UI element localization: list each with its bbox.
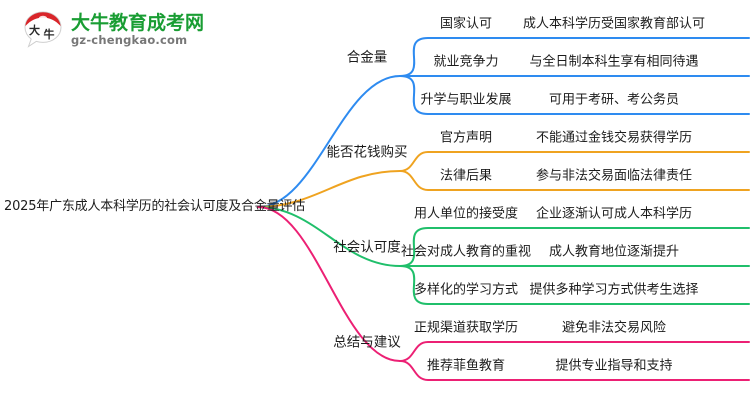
branch-label[interactable]: 社会认可度 (333, 239, 401, 256)
detail-label[interactable]: 避免非法交易风险 (561, 320, 667, 336)
branch-label[interactable]: 能否花钱购买 (326, 144, 408, 161)
logo-bubble-icon: 大 牛 (22, 9, 64, 51)
detail-label[interactable]: 企业逐渐认可成人本科学历 (535, 206, 693, 222)
subtopic-label[interactable]: 官方声明 (439, 130, 493, 146)
subtopic-label[interactable]: 升学与职业发展 (420, 92, 512, 108)
logo-text: 大牛教育成考网 gz-chengkao.com (71, 11, 205, 48)
detail-label[interactable]: 不能通过金钱交易获得学历 (535, 130, 693, 146)
detail-label[interactable]: 成人本科学历受国家教育部认可 (522, 16, 706, 32)
logo-title: 大牛教育成考网 (71, 11, 205, 34)
svg-text:牛: 牛 (44, 27, 55, 41)
subtopic-label[interactable]: 法律后果 (439, 168, 493, 184)
detail-label[interactable]: 成人教育地位逐渐提升 (548, 244, 680, 260)
subtopic-label[interactable]: 社会对成人教育的重视 (400, 244, 532, 260)
detail-label[interactable]: 提供专业指导和支持 (555, 358, 673, 374)
logo-domain: gz-chengkao.com (71, 33, 188, 48)
subtopic-label[interactable]: 就业竞争力 (433, 54, 499, 70)
detail-label[interactable]: 与全日制本科生享有相同待遇 (529, 54, 699, 70)
branch-label[interactable]: 合金量 (346, 49, 388, 66)
subtopic-label[interactable]: 国家认可 (439, 16, 493, 32)
subtopic-label[interactable]: 用人单位的接受度 (413, 206, 519, 222)
root-node-label: 2025年广东成人本科学历的社会认可度及合金量评估 (4, 199, 306, 214)
subtopic-label[interactable]: 多样化的学习方式 (413, 282, 519, 298)
site-logo: 大 牛 大牛教育成考网 gz-chengkao.com (22, 9, 204, 51)
detail-label[interactable]: 可用于考研、考公务员 (548, 92, 680, 108)
branch-label[interactable]: 总结与建议 (333, 334, 401, 351)
detail-label[interactable]: 提供多种学习方式供考生选择 (529, 282, 699, 298)
subtopic-label[interactable]: 正规渠道获取学历 (413, 320, 519, 336)
svg-text:大: 大 (29, 23, 40, 37)
detail-label[interactable]: 参与非法交易面临法律责任 (535, 168, 693, 184)
subtopic-label[interactable]: 推荐菲鱼教育 (426, 358, 506, 374)
